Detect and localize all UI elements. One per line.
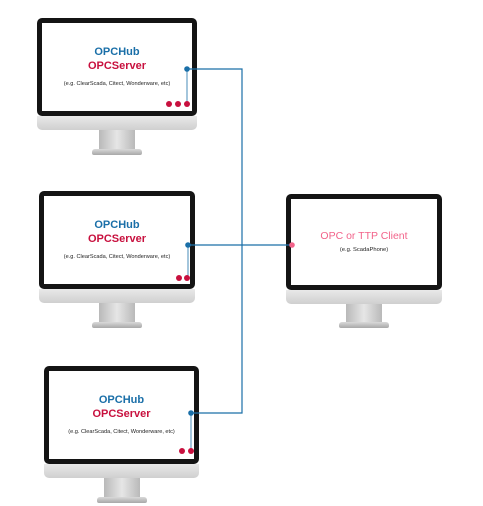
endpoint-dot-server-1: [184, 66, 190, 72]
client-label: OPC or TTP Client: [320, 230, 408, 242]
monitor-stand-foot: [92, 322, 142, 328]
connector-line-1: [187, 68, 243, 245]
monitor-screen: OPCHub OPCServer (e.g. ClearScada, Citec…: [44, 196, 190, 284]
monitor-stand-neck: [346, 304, 382, 323]
opchub-label: OPCHub: [94, 46, 140, 58]
status-dot: [179, 448, 185, 454]
example-text: (e.g. ClearScada, Citect, Wonderware, et…: [63, 254, 171, 260]
monitor-screen: OPC or TTP Client (e.g. ScadaPhone): [291, 199, 437, 285]
endpoint-dot-client: [289, 242, 295, 248]
monitor-screen: OPCHub OPCServer (e.g. ClearScada, Citec…: [49, 371, 194, 459]
monitor-stand-foot: [92, 149, 142, 155]
status-dot: [176, 275, 182, 281]
example-text: (e.g. ClearScada, Citect, Wonderware, et…: [68, 429, 175, 435]
endpoint-dot-server-2: [185, 242, 191, 248]
monitor-chin: [39, 289, 195, 303]
server-status-dots: [166, 101, 194, 454]
status-dot: [166, 101, 172, 107]
monitor-stand-neck: [99, 303, 135, 323]
status-dot: [184, 275, 190, 281]
status-dot: [175, 101, 181, 107]
monitor-screen: OPCHub OPCServer (e.g. ClearScada, Citec…: [42, 23, 192, 111]
connector-lines: [187, 68, 292, 414]
example-text: (e.g. ClearScada, Citect, Wonderware, et…: [63, 81, 171, 87]
server-port-lines: [186, 69, 192, 451]
opcserver-label: OPCServer: [87, 60, 147, 72]
status-dot: [188, 448, 194, 454]
monitor-chin: [286, 290, 442, 304]
monitor-stand-foot: [97, 497, 147, 503]
monitor-stand-neck: [99, 130, 135, 150]
opcserver-label: OPCServer: [92, 408, 151, 420]
opchub-label: OPCHub: [94, 219, 140, 231]
opchub-label: OPCHub: [98, 394, 145, 406]
client-example-text: (e.g. ScadaPhone): [339, 247, 389, 253]
monitor-stand-foot: [339, 322, 389, 328]
opcserver-label: OPCServer: [87, 233, 147, 245]
connector-endpoints: [184, 66, 295, 416]
endpoint-dot-server-3: [188, 410, 194, 416]
monitor-stand-neck: [104, 478, 140, 498]
monitor-chin: [37, 116, 197, 130]
status-dot: [184, 101, 190, 107]
monitor-chin: [44, 464, 199, 478]
connector-line-3: [191, 245, 243, 414]
